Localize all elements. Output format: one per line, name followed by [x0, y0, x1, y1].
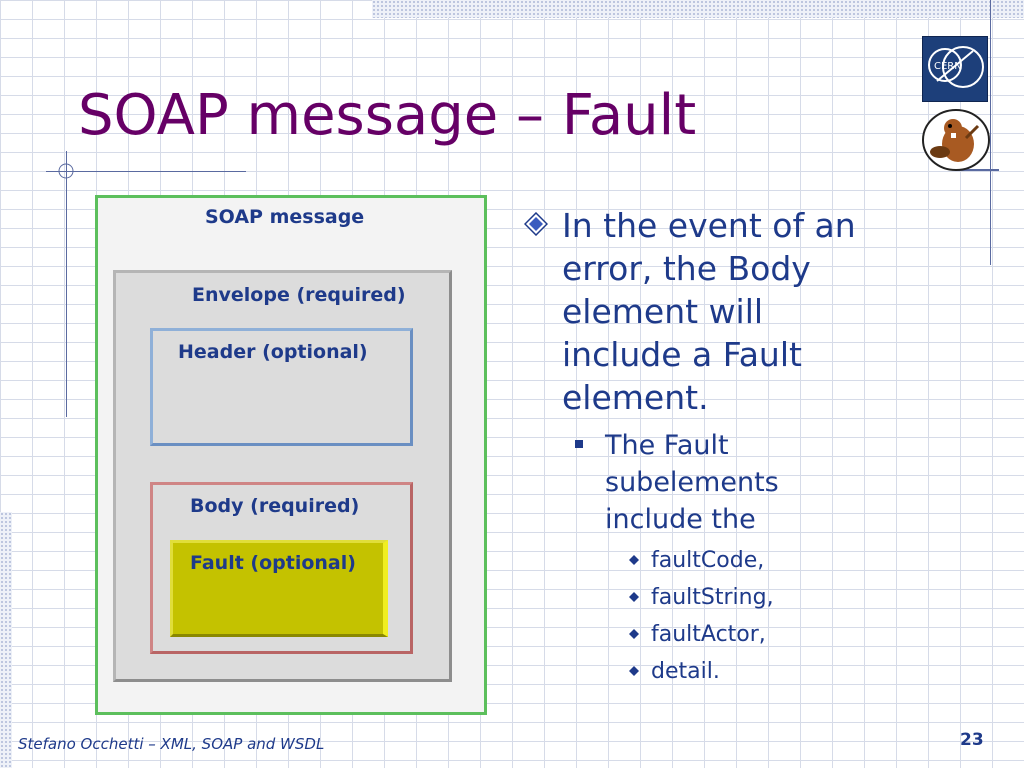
diamond-bullet-icon — [524, 212, 548, 236]
header-box — [150, 328, 413, 446]
bullet-list: In the event of an error, the Body eleme… — [522, 204, 892, 690]
cern-logo-text: CERN — [934, 61, 962, 72]
fault-label: Fault (optional) — [190, 552, 356, 574]
bullet-level1: In the event of an error, the Body eleme… — [522, 204, 892, 419]
envelope-label: Envelope (required) — [192, 284, 406, 306]
right-vertical-rule — [990, 0, 991, 265]
page-number: 23 — [960, 730, 984, 750]
bullet-level1-text: In the event of an error, the Body eleme… — [562, 206, 856, 417]
crosshair-icon — [58, 163, 74, 179]
left-vertical-rule — [66, 151, 67, 417]
title-underline-rule — [46, 171, 246, 172]
soap-message-label: SOAP message — [205, 206, 365, 228]
footer-author: Stefano Occhetti – XML, SOAP and WSDL — [18, 735, 325, 753]
square-bullet-icon — [575, 440, 583, 448]
small-diamond-bullet-icon — [629, 666, 639, 676]
bullet-level3-text: faultActor, — [651, 622, 766, 647]
bullet-level2-text: The Fault subelements include the — [605, 430, 779, 535]
bullet-level3-item: faultCode, — [629, 542, 892, 579]
cern-logo-icon: CERN — [922, 36, 988, 102]
top-pattern-band — [372, 0, 1024, 18]
bullet-level3-item: faultActor, — [629, 616, 892, 653]
slide-title: SOAP message – Fault — [78, 83, 697, 148]
left-pattern-band — [0, 512, 12, 768]
body-label: Body (required) — [190, 495, 360, 517]
bullet-level2: The Fault subelements include the — [567, 427, 835, 538]
beaver-mascot-icon — [920, 108, 992, 172]
bullet-level3-text: detail. — [651, 659, 720, 684]
header-label: Header (optional) — [178, 341, 368, 363]
small-diamond-bullet-icon — [629, 629, 639, 639]
bullet-level3-text: faultString, — [651, 585, 774, 610]
bullet-level3-item: detail. — [629, 653, 892, 690]
small-diamond-bullet-icon — [629, 555, 639, 565]
bullet-level3-list: faultCode, faultString, faultActor, deta… — [629, 542, 892, 690]
bullet-level3-text: faultCode, — [651, 548, 765, 573]
bullet-level3-item: faultString, — [629, 579, 892, 616]
right-accent-rule — [956, 169, 999, 171]
fault-box — [170, 540, 388, 637]
small-diamond-bullet-icon — [629, 592, 639, 602]
